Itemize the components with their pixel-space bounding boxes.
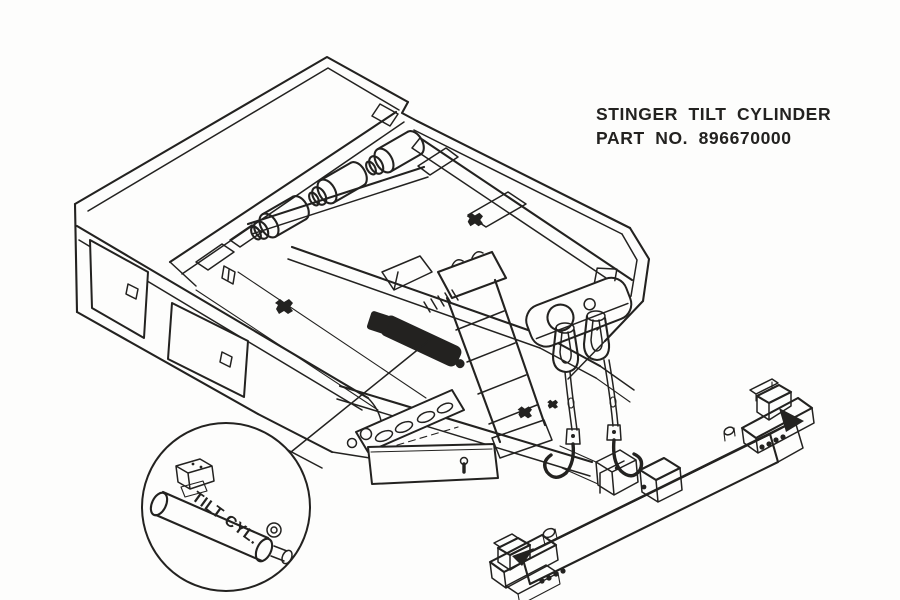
callout-circle (141, 422, 311, 592)
slotted-plate (355, 389, 465, 453)
truck-body (73, 55, 651, 469)
tow-crossbar (488, 378, 815, 600)
mast-frame (423, 250, 553, 459)
fold-bracket (381, 255, 433, 291)
leader-line (290, 338, 432, 453)
callout-cylinder (149, 458, 293, 565)
part-label-line1: STINGER TILT CYLINDER (596, 104, 831, 124)
part-label-line2: PART NO. 896670000 (596, 128, 792, 148)
front-panel (367, 443, 499, 485)
winch-drums (168, 103, 429, 287)
door-panels (89, 239, 249, 398)
lower-frame (336, 384, 639, 496)
detail-callout: TILT CYL. (141, 338, 432, 592)
receiver-box (595, 449, 639, 496)
sheave-head (525, 267, 633, 348)
right-fork-bracket (723, 378, 815, 454)
roof-cutouts (195, 147, 527, 285)
tilt-cylinder-highlight (366, 311, 465, 369)
left-fork-bracket (488, 527, 566, 600)
rib-hatching (423, 289, 459, 313)
part-label: STINGER TILT CYLINDER PART NO. 896670000 (596, 104, 831, 148)
door-handle (125, 283, 139, 300)
door-handle (219, 351, 233, 368)
